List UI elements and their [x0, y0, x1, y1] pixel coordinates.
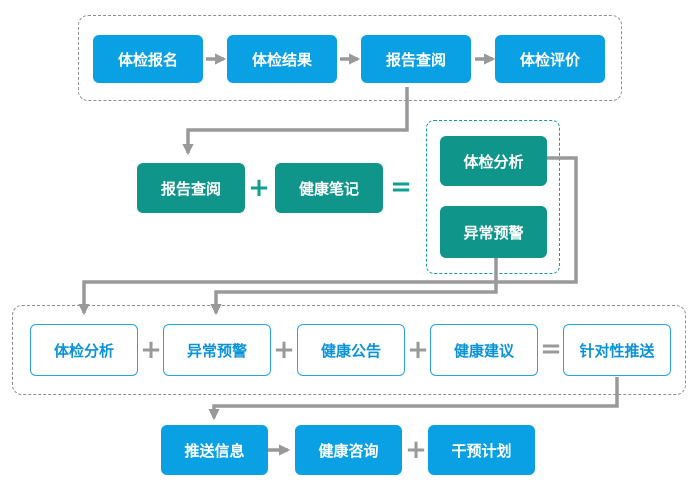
push-info-box: 推送信息	[161, 425, 268, 475]
item-health-advice: 健康建议	[430, 324, 538, 376]
equals-sign-row3: =	[540, 334, 562, 364]
item-targeted-push: 针对性推送	[563, 324, 671, 376]
step-report-view: 报告查阅	[361, 35, 471, 83]
report-view-box: 报告查阅	[137, 163, 245, 213]
anomaly-warning-box: 异常预警	[440, 206, 547, 258]
arrow-report-down	[182, 87, 409, 156]
item-exam-analysis: 体检分析	[30, 324, 138, 376]
analysis-frame	[426, 120, 560, 274]
stage3-frame	[12, 305, 686, 395]
exam-analysis-box: 体检分析	[440, 136, 547, 186]
stage1-frame	[78, 15, 622, 101]
item-health-notice: 健康公告	[297, 324, 405, 376]
arrow-analysis-out	[78, 156, 578, 316]
plus-sign-row3-3: +	[407, 335, 429, 365]
plus-sign-row2: +	[248, 173, 270, 203]
step-exam-signup: 体检报名	[93, 35, 203, 83]
step-exam-result: 体检结果	[227, 35, 337, 83]
plus-sign-row3-2: +	[273, 335, 295, 365]
health-notes-box: 健康笔记	[275, 163, 383, 213]
arrow-warning-out	[210, 258, 498, 316]
plus-sign-row3-1: +	[140, 335, 162, 365]
step-exam-evaluation: 体检评价	[495, 35, 605, 83]
health-consult-box: 健康咨询	[295, 425, 402, 475]
arrow-push-down	[208, 377, 619, 421]
item-anomaly-warning: 异常预警	[163, 324, 271, 376]
equals-sign-row2: =	[390, 172, 412, 202]
intervention-plan-box: 干预计划	[428, 425, 535, 475]
plus-sign-row4: +	[405, 435, 427, 465]
